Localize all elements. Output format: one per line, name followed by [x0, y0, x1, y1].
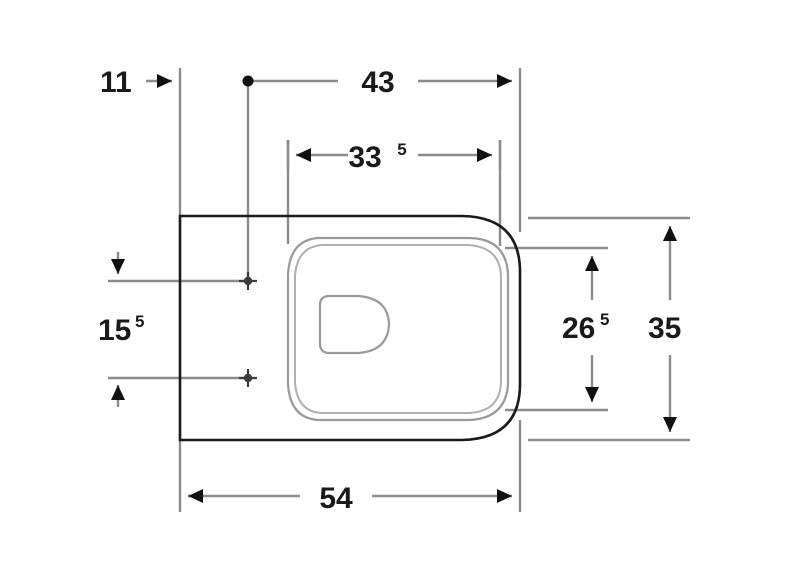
dimension-33-5-superscript: 5	[397, 140, 406, 159]
fixing-hole-upper	[239, 272, 257, 290]
dimension-35-label: 35	[648, 312, 681, 345]
dimension-15-5-superscript: 5	[135, 312, 144, 331]
dimension-33-5: 33 5	[286, 140, 502, 174]
seat-outer-path	[286, 236, 510, 422]
dimension-54-label: 54	[319, 482, 353, 515]
pan-body-path	[178, 214, 522, 442]
dimension-11: 11	[100, 66, 172, 99]
dimension-33-5-label: 33	[348, 141, 381, 174]
pan-body-outline	[178, 214, 522, 442]
dimension-35: 35	[648, 226, 681, 432]
dimension-26-5-superscript: 5	[600, 310, 609, 329]
seat-inner-rim	[294, 244, 502, 414]
fixing-hole-lower	[239, 369, 257, 387]
dimension-43: 43	[242, 66, 512, 99]
dimension-54: 54	[188, 482, 512, 515]
extension-lines-group	[108, 68, 690, 512]
dimension-43-label: 43	[361, 66, 394, 99]
seat-outer-rim	[286, 236, 510, 422]
dimension-15-5: 15 5	[98, 252, 144, 407]
dimension-15-5-label: 15	[98, 314, 131, 347]
seat-inner-path	[294, 244, 502, 414]
bowl-aperture-path	[318, 294, 391, 355]
bowl-aperture	[318, 294, 391, 355]
dimension-11-label: 11	[100, 66, 132, 99]
dimension-26-5: 26 5	[562, 256, 609, 402]
fixing-hole-markers	[239, 272, 257, 387]
dimension-26-5-label: 26	[562, 312, 595, 345]
